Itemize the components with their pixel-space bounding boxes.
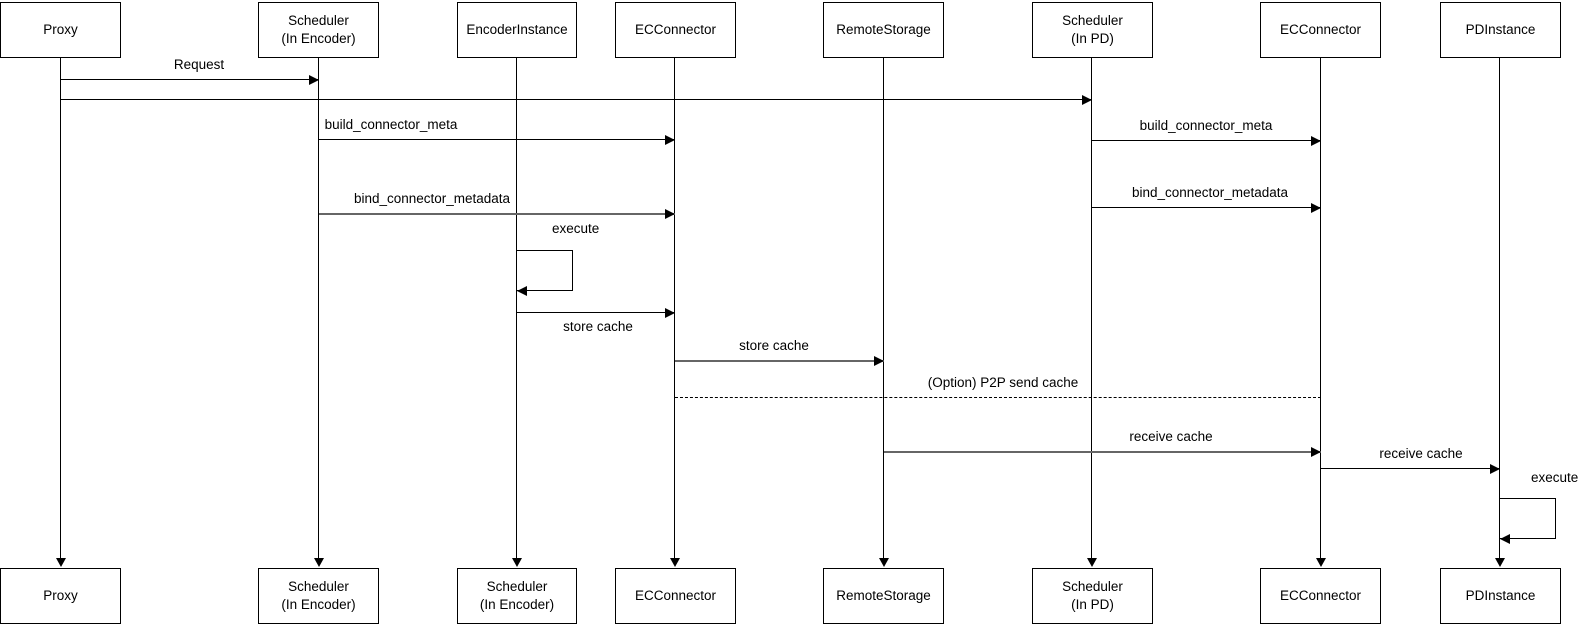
message-line-build-meta-pd[interactable]: [1092, 140, 1321, 141]
participant-box-ecconnector-pd[interactable]: ECConnector: [1260, 2, 1381, 58]
message-line-receive-cache-pd[interactable]: [1321, 468, 1500, 469]
message-line-store-cache-ec[interactable]: [517, 312, 675, 313]
participant-label-line1: Scheduler: [486, 578, 548, 594]
participant-box-pdinstance[interactable]: PDInstance: [1440, 2, 1561, 58]
self-message-label-execute-encoder: execute: [552, 221, 600, 236]
participant-box-ecconnector-enc[interactable]: ECConnector: [615, 2, 736, 58]
message-line-bind-meta-pd[interactable]: [1092, 207, 1321, 208]
message-arrowhead-build-meta-enc: [665, 134, 675, 145]
lifeline-scheduler-enc: [318, 58, 320, 558]
message-label-store-cache-remote: store cache: [739, 338, 809, 353]
message-label-store-cache-ec: store cache: [563, 319, 633, 334]
participant-label-line1: Proxy: [43, 21, 78, 37]
lifeline-arrowhead-encoderinstance: [512, 558, 522, 567]
lifeline-encoderinstance: [516, 58, 518, 558]
message-label-build-meta-pd: build_connector_meta: [1139, 118, 1273, 133]
participant-box-bottom-proxy-b[interactable]: Proxy: [0, 568, 121, 624]
participant-box-bottom-scheduler-enc-b[interactable]: Scheduler (In Encoder): [258, 568, 379, 624]
participant-box-scheduler-enc[interactable]: Scheduler (In Encoder): [258, 2, 379, 58]
message-line-receive-cache-ec[interactable]: [884, 451, 1321, 453]
participant-box-encoderinstance[interactable]: EncoderInstance: [457, 2, 577, 58]
message-arrowhead-store-cache-remote: [874, 355, 884, 366]
message-line-store-cache-remote[interactable]: [675, 360, 884, 362]
message-line-build-meta-enc[interactable]: [319, 139, 675, 140]
message-arrowhead-build-meta-pd: [1311, 135, 1321, 146]
message-arrowhead-bind-meta-pd: [1311, 202, 1321, 213]
participant-label-line1: ECConnector: [634, 21, 717, 37]
participant-label-line1: RemoteStorage: [836, 21, 931, 37]
message-line-request[interactable]: [61, 79, 319, 80]
participant-label-line1: ECConnector: [634, 587, 717, 603]
participant-box-bottom-scheduler-pd-b[interactable]: Scheduler (In PD): [1032, 568, 1153, 624]
participant-label-line2: (In PD): [1071, 31, 1114, 46]
participant-box-bottom-ecconnector-pd-b[interactable]: ECConnector: [1260, 568, 1381, 624]
self-message-loop-execute-encoder[interactable]: [517, 250, 573, 291]
message-label-build-meta-enc: build_connector_meta: [324, 117, 458, 132]
message-arrowhead-request: [309, 74, 319, 85]
participant-box-bottom-remotestorage-b[interactable]: RemoteStorage: [823, 568, 944, 624]
participant-box-proxy[interactable]: Proxy: [0, 2, 121, 58]
participant-label-line2: (In PD): [1071, 597, 1114, 612]
lifeline-arrowhead-remotestorage: [879, 558, 889, 567]
lifeline-pdinstance: [1499, 58, 1501, 558]
message-line-proxy-to-sched-pd[interactable]: [61, 99, 1092, 100]
lifeline-arrowhead-proxy: [56, 558, 66, 567]
self-message-label-execute-pd: execute: [1531, 470, 1579, 485]
lifeline-arrowhead-scheduler-pd: [1087, 558, 1097, 567]
participant-label-line1: EncoderInstance: [466, 21, 568, 37]
participant-label-line2: (In Encoder): [281, 597, 356, 612]
participant-label-line2: (In Encoder): [479, 597, 555, 612]
message-label-bind-meta-enc: bind_connector_metadata: [353, 191, 511, 206]
message-arrowhead-bind-meta-enc: [665, 208, 675, 219]
lifeline-arrowhead-scheduler-enc: [314, 558, 324, 567]
lifeline-proxy: [60, 58, 62, 558]
lifeline-ecconnector-pd: [1320, 58, 1322, 558]
participant-label-line1: RemoteStorage: [836, 587, 931, 603]
message-arrowhead-proxy-to-sched-pd: [1082, 94, 1092, 105]
participant-box-bottom-scheduler-enc2-b[interactable]: Scheduler (In Encoder): [457, 568, 577, 624]
participant-box-bottom-pdinstance-b[interactable]: PDInstance: [1440, 568, 1561, 624]
lifeline-scheduler-pd: [1091, 58, 1093, 558]
lifeline-arrowhead-ecconnector-enc: [670, 558, 680, 567]
message-label-receive-cache-pd: receive cache: [1379, 446, 1463, 461]
self-message-loop-execute-pd[interactable]: [1500, 498, 1556, 539]
message-label-request: Request: [173, 57, 225, 72]
message-arrowhead-receive-cache-pd: [1490, 463, 1500, 474]
participant-label-line1: PDInstance: [1465, 21, 1536, 37]
participant-label-line1: Scheduler: [1062, 12, 1123, 28]
lifeline-remotestorage: [883, 58, 885, 558]
self-message-arrowhead-execute-encoder: [517, 286, 527, 296]
participant-label-line1: ECConnector: [1279, 587, 1362, 603]
participant-label-line1: Scheduler: [288, 12, 349, 28]
participant-label-line2: (In Encoder): [281, 31, 356, 46]
lifeline-arrowhead-pdinstance: [1495, 558, 1505, 567]
participant-label-line1: PDInstance: [1465, 587, 1536, 603]
participant-box-remotestorage[interactable]: RemoteStorage: [823, 2, 944, 58]
participant-label-line1: Scheduler: [1062, 578, 1123, 594]
message-arrowhead-store-cache-ec: [665, 307, 675, 318]
message-label-bind-meta-pd: bind_connector_metadata: [1131, 185, 1289, 200]
message-line-bind-meta-enc[interactable]: [319, 213, 675, 215]
message-arrowhead-receive-cache-ec: [1311, 446, 1321, 457]
self-message-arrowhead-execute-pd: [1500, 534, 1510, 544]
participant-label-line1: Scheduler: [288, 578, 349, 594]
participant-label-line1: Proxy: [43, 587, 78, 603]
message-line-p2p-send-cache[interactable]: [675, 397, 1321, 398]
message-label-p2p-send-cache: (Option) P2P send cache: [927, 375, 1079, 390]
participant-box-bottom-ecconnector-enc-b[interactable]: ECConnector: [615, 568, 736, 624]
participant-label-line1: ECConnector: [1279, 21, 1362, 37]
participant-box-scheduler-pd[interactable]: Scheduler (In PD): [1032, 2, 1153, 58]
message-label-receive-cache-ec: receive cache: [1129, 429, 1213, 444]
lifeline-arrowhead-ecconnector-pd: [1316, 558, 1326, 567]
